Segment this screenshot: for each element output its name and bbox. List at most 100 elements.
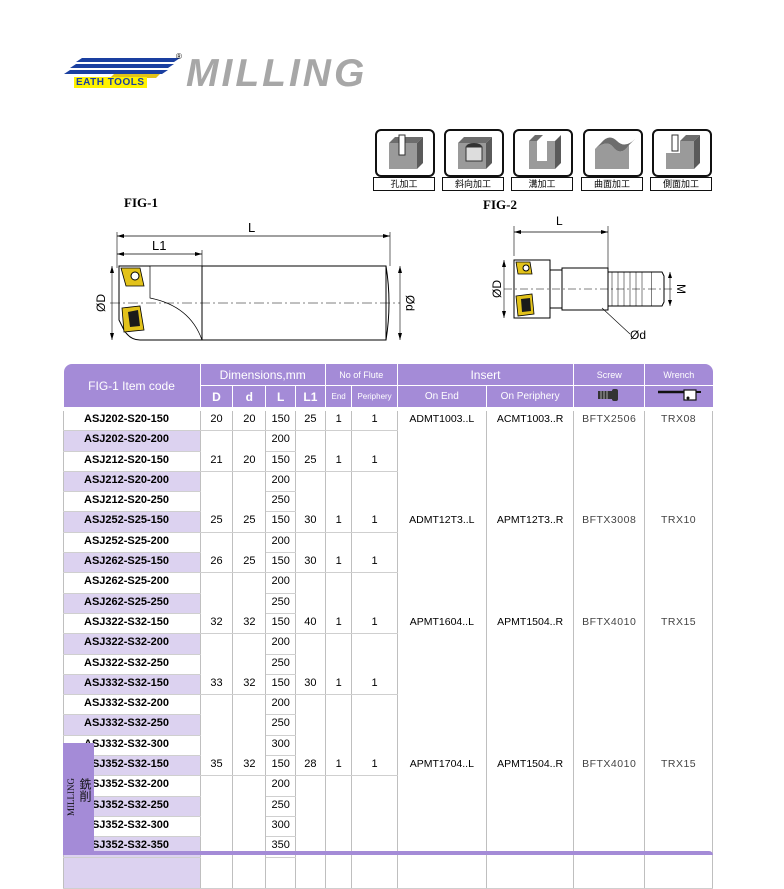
cell-end: 1 [325, 674, 353, 696]
cell-d: 25 [232, 552, 267, 574]
cell-ins_per [486, 694, 575, 715]
cell-L1 [295, 735, 326, 756]
cell-L: 200 [265, 532, 297, 554]
modular-mill-drawing-icon [502, 226, 674, 335]
cell-ins_per [486, 735, 575, 756]
screw-icon-cell [573, 385, 645, 407]
brand-name: EATH TOOLS [74, 77, 147, 88]
header-dimensions: Dimensions,mm [199, 364, 326, 386]
cell-per [351, 572, 398, 594]
cell-screw [573, 471, 646, 492]
cell-d [232, 714, 267, 736]
cell-L: 150 [265, 613, 297, 635]
side-section-tab [63, 743, 94, 855]
cell-L1: 30 [295, 552, 326, 574]
cell-screw [573, 430, 646, 452]
cell-end [325, 735, 353, 756]
table-row-spacer [63, 857, 713, 889]
cell-L: 200 [265, 633, 297, 655]
cell-d [232, 430, 267, 452]
dim-d: Ød [403, 294, 418, 312]
cell-per [351, 654, 398, 675]
cell-L1 [295, 796, 326, 817]
cell-ins_end [397, 430, 487, 452]
cell-d: 32 [232, 755, 267, 777]
cell-L: 150 [265, 552, 297, 574]
cell-per: 1 [351, 613, 398, 635]
header-flutes: No of Flute [324, 364, 398, 386]
cell-per: 1 [351, 451, 398, 472]
cell-L: 250 [265, 796, 297, 817]
cell-ins_end [397, 552, 487, 573]
header-item-code: FIG-1 Item code [63, 364, 201, 407]
item-code-cell: ASJ262-S25-200 [63, 572, 201, 594]
cell-L1: 30 [295, 511, 326, 533]
screw-icon [598, 389, 619, 401]
cell-end: 1 [325, 552, 353, 574]
cell-screw [573, 633, 646, 655]
next-table-header-strip [63, 851, 713, 855]
cell-ins_per [486, 674, 575, 695]
cell-per: 1 [351, 755, 398, 777]
dim-d: Ød [630, 328, 647, 342]
cell-wrench: TRX10 [644, 511, 713, 533]
cell-L1 [295, 654, 326, 675]
cell-end [325, 593, 353, 614]
cell-ins_end [397, 572, 487, 594]
slotting-icon [529, 135, 561, 169]
cell-ins_end [397, 674, 487, 695]
cell-wrench [644, 796, 713, 817]
cell-screw [573, 816, 646, 837]
cell-ins_per [486, 633, 575, 655]
cell-end [325, 796, 353, 817]
cell-L1 [295, 572, 326, 594]
cell-L: 300 [265, 816, 297, 838]
cell-ins_per: APMT1504..R [486, 613, 575, 634]
cell-D: 32 [200, 613, 234, 635]
operation-hole: 孔加工 [373, 129, 435, 191]
cell-L1: 25 [295, 451, 326, 472]
cell-ins_end [397, 816, 487, 837]
item-code-cell: ASJ332-S32-200 [63, 694, 201, 716]
table-row: ASJ352-S32-250 250 [63, 796, 713, 817]
item-code-cell: ASJ332-S32-150 [63, 674, 201, 696]
item-code-cell: ASJ332-S32-300 [63, 735, 201, 757]
cell-per [351, 735, 398, 756]
cell-D [200, 572, 234, 594]
operation-label: 溝加工 [511, 177, 573, 191]
dim-D: ØD [490, 280, 504, 298]
header-on-periphery: On Periphery [485, 385, 574, 407]
cell-d: 25 [232, 511, 267, 533]
cell-screw [573, 714, 646, 736]
cell-screw [573, 552, 646, 573]
header-insert: Insert [396, 364, 574, 386]
fig1-drawing: L L1 ØD Ød [94, 220, 417, 350]
cell-wrench [644, 714, 713, 736]
item-code-cell: ASJ212-S20-150 [63, 451, 201, 472]
cell-end [325, 633, 353, 655]
header-L1: L1 [295, 385, 326, 407]
cell-L: 200 [265, 694, 297, 716]
cell-screw [573, 775, 646, 797]
item-code-cell: ASJ352-S32-250 [63, 796, 201, 817]
cell-D [200, 654, 234, 675]
cell-D [200, 816, 234, 837]
cell-D: 26 [200, 552, 234, 574]
cell-ins_end [397, 714, 487, 736]
table-row: ASJ262-S25-200 200 [63, 572, 713, 594]
cell-ins_end [397, 471, 487, 492]
cell-wrench: TRX15 [644, 613, 713, 634]
cell-D [200, 593, 234, 614]
cell-D [200, 694, 234, 715]
side-tab-label-zh: 銑削 [78, 778, 92, 802]
cell-per: 1 [351, 674, 398, 696]
spacer-cell [644, 857, 713, 889]
cell-L: 200 [265, 572, 297, 594]
dim-L1: L1 [152, 238, 167, 253]
cell-L1 [295, 471, 326, 492]
cell-L1 [295, 714, 326, 736]
cell-L1 [295, 430, 326, 452]
